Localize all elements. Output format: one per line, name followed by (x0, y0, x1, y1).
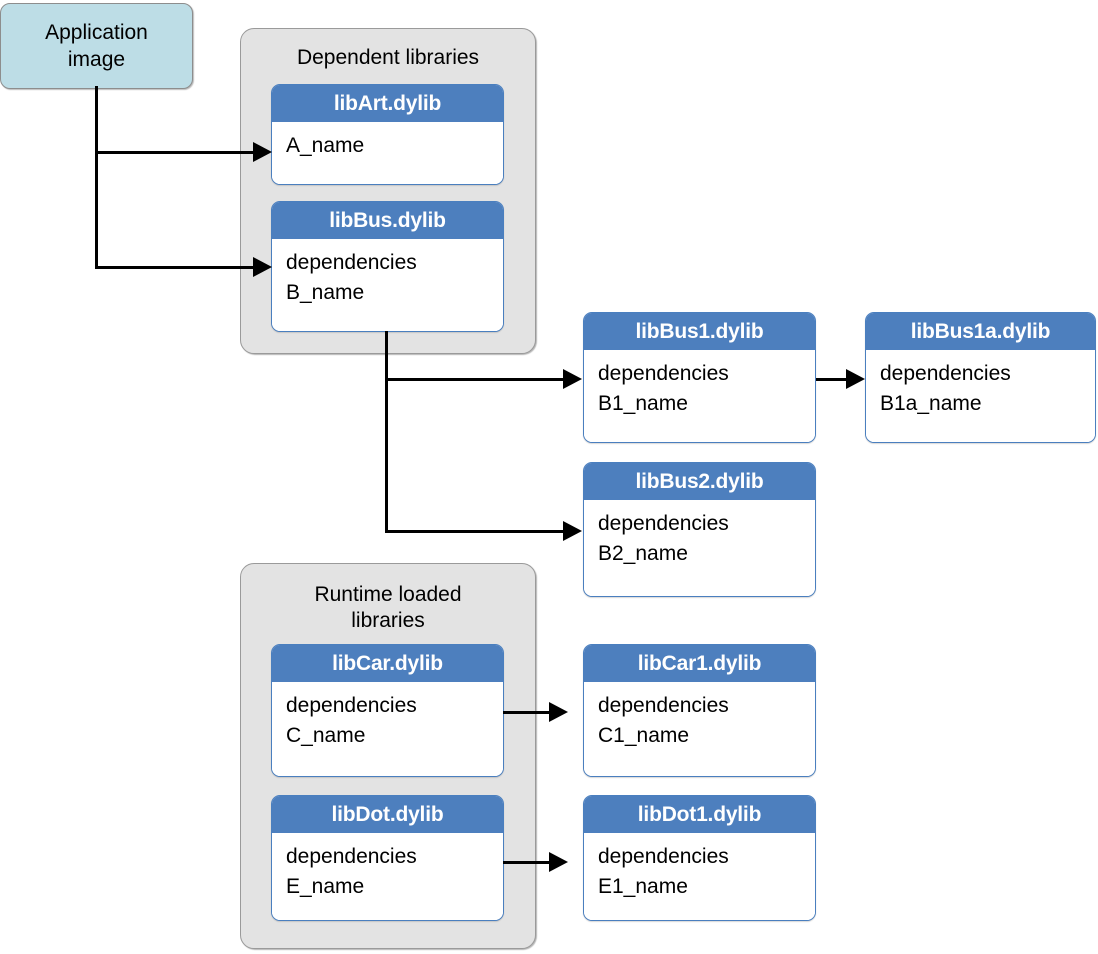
connector-app-to-libart-line (95, 151, 255, 154)
connector-libbus1-to-libbus1a-arrowhead (846, 369, 865, 389)
lib-card-libdot-row-0: dependencies (286, 845, 417, 868)
lib-card-libcar[interactable]: libCar.dylib dependencies C_name (271, 644, 504, 777)
lib-card-libbus-row-1: B_name (286, 281, 365, 304)
lib-card-libbus-title: libBus.dylib (272, 202, 503, 239)
connector-libbus-to-libbus2-arrowhead (563, 521, 582, 541)
lib-card-libbus1a-title: libBus1a.dylib (866, 313, 1095, 350)
lib-card-libdot1[interactable]: libDot1.dylib dependencies E1_name (583, 795, 816, 921)
lib-card-libbus-row-0: dependencies (286, 251, 417, 274)
lib-card-libbus1-body: dependencies B1_name (584, 350, 815, 442)
connector-libcar-to-libcar1-arrowhead (549, 702, 568, 722)
connector-libbus-to-libbus2-line (385, 530, 565, 533)
runtime-title-line1: Runtime loaded (314, 583, 462, 606)
lib-card-libbus[interactable]: libBus.dylib dependencies B_name (271, 201, 504, 332)
connector-app-trunk (95, 86, 98, 267)
lib-card-libbus1[interactable]: libBus1.dylib dependencies B1_name (583, 312, 816, 443)
connector-app-to-libbus-line (95, 266, 255, 269)
lib-card-libbus2[interactable]: libBus2.dylib dependencies B2_name (583, 462, 816, 597)
lib-card-libdot1-row-0: dependencies (598, 845, 729, 868)
lib-card-libcar-body: dependencies C_name (272, 682, 503, 776)
runtime-loaded-libraries-title: Runtime loaded libraries (241, 582, 535, 634)
lib-card-libdot1-title: libDot1.dylib (584, 796, 815, 833)
connector-libdot-to-libdot1-line (503, 861, 551, 864)
lib-card-libcar-row-0: dependencies (286, 694, 417, 717)
lib-card-libbus2-row-1: B2_name (598, 542, 688, 565)
dependent-libraries-title: Dependent libraries (296, 46, 480, 69)
application-image-box[interactable]: Application image (0, 3, 193, 89)
lib-card-libdot-row-1: E_name (286, 875, 365, 898)
lib-card-libart-body: A_name (272, 122, 503, 184)
lib-card-libdot[interactable]: libDot.dylib dependencies E_name (271, 795, 504, 921)
lib-card-libcar-title: libCar.dylib (272, 645, 503, 682)
lib-card-libcar-row-1: C_name (286, 724, 366, 747)
application-image-label: Application image (45, 19, 148, 73)
application-image-label-line1: Application (45, 21, 148, 44)
connector-app-to-libart-arrowhead (253, 142, 272, 162)
connector-libbus-to-libbus1-arrowhead (563, 369, 582, 389)
lib-card-libdot-title: libDot.dylib (272, 796, 503, 833)
lib-card-libbus1-row-0: dependencies (598, 362, 729, 385)
lib-card-libdot-body: dependencies E_name (272, 833, 503, 920)
connector-libdot-to-libdot1-arrowhead (549, 852, 568, 872)
connector-libcar-to-libcar1-line (503, 711, 551, 714)
connector-libbus1-to-libbus1a-line (816, 378, 848, 381)
lib-card-libcar1[interactable]: libCar1.dylib dependencies C1_name (583, 644, 816, 777)
connector-libbus-trunk (385, 331, 388, 533)
lib-card-libbus1a-body: dependencies B1a_name (866, 350, 1095, 442)
application-image-label-line2: image (67, 48, 126, 71)
lib-card-libbus1-row-1: B1_name (598, 392, 688, 415)
lib-card-libdot1-body: dependencies E1_name (584, 833, 815, 920)
lib-card-libbus1a[interactable]: libBus1a.dylib dependencies B1a_name (865, 312, 1096, 443)
lib-card-libbus2-body: dependencies B2_name (584, 500, 815, 596)
connector-app-to-libbus-arrowhead (253, 257, 272, 277)
lib-card-libcar1-title: libCar1.dylib (584, 645, 815, 682)
lib-card-libbus2-row-0: dependencies (598, 512, 729, 535)
lib-card-libdot1-row-1: E1_name (598, 875, 688, 898)
lib-card-libcar1-row-0: dependencies (598, 694, 729, 717)
lib-card-libbus1a-row-1: B1a_name (880, 392, 982, 415)
lib-card-libbus1a-row-0: dependencies (880, 362, 1011, 385)
lib-card-libbus2-title: libBus2.dylib (584, 463, 815, 500)
lib-card-libbus-body: dependencies B_name (272, 239, 503, 331)
lib-card-libcar1-row-1: C1_name (598, 724, 690, 747)
lib-card-libcar1-body: dependencies C1_name (584, 682, 815, 776)
lib-card-libbus1-title: libBus1.dylib (584, 313, 815, 350)
lib-card-libart-title: libArt.dylib (272, 85, 503, 122)
lib-card-libart[interactable]: libArt.dylib A_name (271, 84, 504, 185)
runtime-title-line2: libraries (351, 609, 425, 632)
lib-card-libart-row-0: A_name (286, 134, 365, 157)
connector-libbus-to-libbus1-line (385, 378, 565, 381)
